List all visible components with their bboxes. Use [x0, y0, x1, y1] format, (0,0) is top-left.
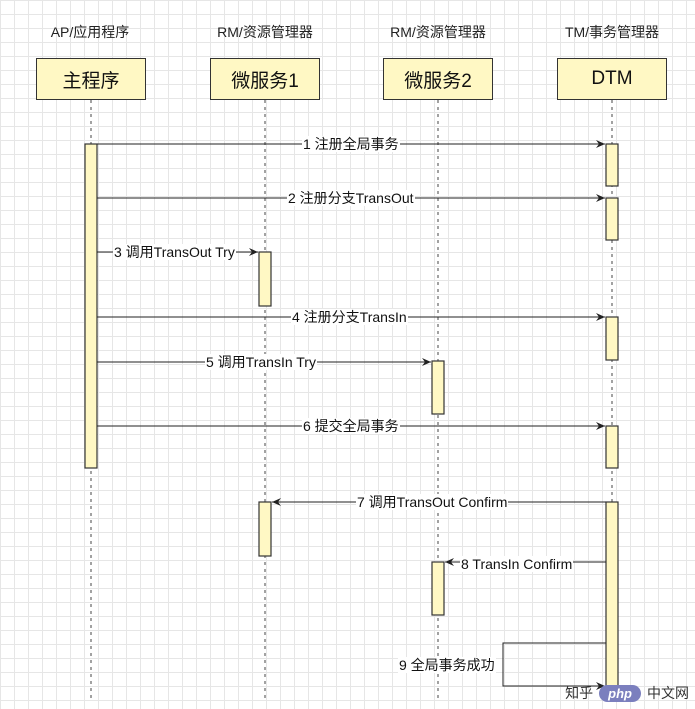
activation-microservice-2-try: [431, 360, 445, 415]
activation-dtm-4: [605, 425, 619, 469]
activation-dtm-confirm: [605, 501, 619, 698]
message-label-1: 1 注册全局事务: [302, 136, 400, 152]
message-label-7: 7 调用TransOut Confirm: [356, 494, 509, 510]
message-label-2: 2 注册分支TransOut: [287, 190, 415, 206]
activation-main-program: [84, 143, 98, 469]
activation-dtm-2: [605, 197, 619, 241]
activation-dtm-3: [605, 316, 619, 361]
message-label-3: 3 调用TransOut Try: [113, 244, 236, 260]
message-arrow-9-self: [502, 642, 606, 690]
message-label-9: 9 全局事务成功: [398, 657, 496, 673]
activation-dtm-1: [605, 143, 619, 187]
participant-main-program: 主程序: [36, 58, 146, 100]
php-logo-icon: php: [599, 684, 641, 702]
activation-microservice-1-try: [258, 251, 272, 307]
message-label-5: 5 调用TransIn Try: [205, 354, 317, 370]
watermark: 知乎 php 中文网: [565, 683, 689, 703]
participant-microservice-2: 微服务2: [383, 58, 493, 100]
participant-microservice-1: 微服务1: [210, 58, 320, 100]
participant-dtm: DTM: [557, 58, 667, 100]
activation-microservice-2-confirm: [431, 561, 445, 616]
participant-role-rm2: RM/资源管理器: [390, 24, 486, 40]
participant-role-rm1: RM/资源管理器: [217, 24, 313, 40]
watermark-prefix: 知乎: [565, 685, 594, 701]
message-label-8: 8 TransIn Confirm: [460, 556, 574, 572]
participant-role-tm: TM/事务管理器: [564, 24, 660, 40]
activation-microservice-1-confirm: [258, 501, 272, 557]
message-label-6: 6 提交全局事务: [302, 418, 400, 434]
watermark-suffix: 中文网: [647, 685, 689, 701]
message-label-4: 4 注册分支TransIn: [291, 309, 408, 325]
participant-role-ap: AP/应用程序: [50, 24, 130, 40]
